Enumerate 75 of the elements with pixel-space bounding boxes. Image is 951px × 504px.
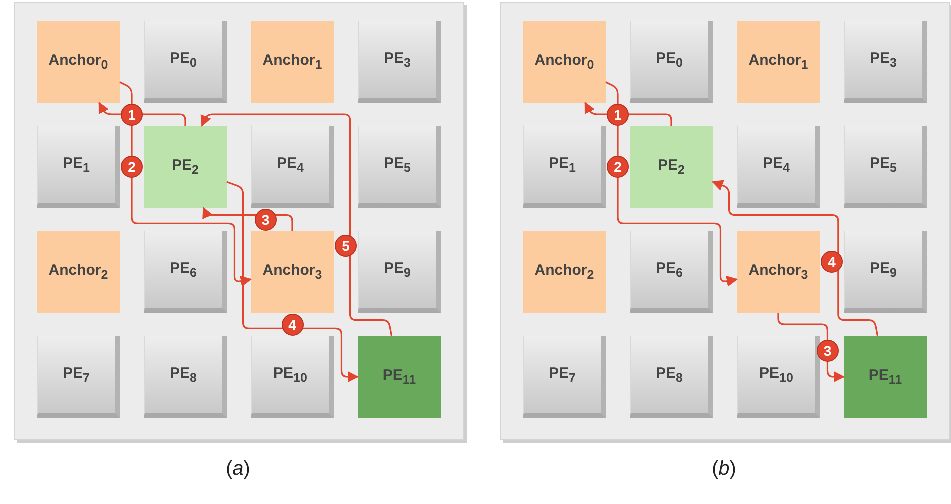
- tile-label: PE$_{6}$: [170, 260, 197, 280]
- tile-label: PE$_{5}$: [870, 154, 897, 174]
- tile-label: PE$_{7}$: [549, 364, 576, 384]
- tile-label: PE$_{3}$: [384, 50, 411, 70]
- pe-tile: [737, 126, 820, 208]
- pe-tile: [523, 126, 606, 208]
- tile-label: PE$_{5}$: [384, 154, 411, 174]
- pe-tile: [37, 126, 120, 208]
- anchor-tile: [251, 231, 334, 313]
- grid-panel: [500, 2, 950, 440]
- panel-caption: (a): [226, 458, 250, 481]
- tile-label: Anchor$_{2}$: [48, 262, 108, 282]
- tile-label: Anchor$_{3}$: [748, 262, 808, 282]
- tile-label: PE$_{0}$: [170, 50, 197, 70]
- grid-panel: [14, 2, 464, 440]
- pe-tile: [630, 231, 713, 313]
- pe-tile: [251, 336, 334, 418]
- pe-tile: [630, 336, 713, 418]
- pe-tile: [358, 231, 441, 313]
- tile-label: PE$_{8}$: [656, 364, 683, 384]
- anchor-tile: [523, 231, 606, 313]
- tile-label: Anchor$_{0}$: [534, 52, 594, 72]
- tile-label: PE$_{9}$: [870, 260, 897, 280]
- pe-tile: [844, 126, 927, 208]
- pe-tile: [844, 336, 927, 418]
- arrow: [200, 114, 393, 336]
- tile-label: PE$_{10}$: [760, 364, 794, 384]
- tile-label: PE$_{1}$: [63, 154, 90, 174]
- pe-tile: [144, 126, 227, 208]
- pe-tile: [144, 336, 227, 418]
- tile-label: PE$_{3}$: [870, 50, 897, 70]
- tile-label: PE$_{6}$: [656, 260, 683, 280]
- tile-label: PE$_{4}$: [763, 154, 790, 174]
- tile-label: PE$_{2}$: [172, 157, 199, 177]
- panel-caption: (b): [712, 458, 736, 481]
- pe-tile: [358, 126, 441, 208]
- arrow: [606, 82, 738, 287]
- anchor-tile: [37, 21, 120, 103]
- pe-tile: [844, 231, 927, 313]
- arrow: [98, 102, 186, 126]
- arrow: [226, 181, 360, 383]
- tile-label: PE$_{0}$: [656, 50, 683, 70]
- tile-label: PE$_{8}$: [170, 364, 197, 384]
- pe-tile: [251, 126, 334, 208]
- tile-label: PE$_{2}$: [658, 157, 685, 177]
- pe-tile: [358, 21, 441, 103]
- anchor-tile: [37, 231, 120, 313]
- pe-tile: [844, 21, 927, 103]
- anchor-tile: [523, 21, 606, 103]
- tile-label: Anchor$_{3}$: [262, 262, 322, 282]
- tile-label: PE$_{10}$: [274, 364, 308, 384]
- tile-label: Anchor$_{0}$: [48, 52, 108, 72]
- pe-tile: [630, 126, 713, 208]
- tile-label: Anchor$_{1}$: [748, 52, 808, 72]
- tile-label: PE$_{7}$: [63, 364, 90, 384]
- arrow: [202, 206, 294, 231]
- pe-tile: [144, 231, 227, 313]
- tile-label: PE$_{9}$: [384, 260, 411, 280]
- pe-tile: [523, 336, 606, 418]
- anchor-tile: [737, 231, 820, 313]
- tile-label: PE$_{11}$: [868, 367, 902, 387]
- tile-label: PE$_{4}$: [277, 154, 304, 174]
- pe-tile: [737, 336, 820, 418]
- tile-label: Anchor$_{2}$: [534, 262, 594, 282]
- pe-tile: [37, 336, 120, 418]
- pe-tile: [358, 336, 441, 418]
- tile-label: PE$_{11}$: [382, 367, 416, 387]
- anchor-tile: [737, 21, 820, 103]
- pe-tile: [630, 21, 713, 103]
- tile-label: Anchor$_{1}$: [262, 52, 322, 72]
- arrow: [712, 180, 879, 336]
- pe-tile: [144, 21, 227, 103]
- arrow: [120, 82, 252, 287]
- tile-label: PE$_{1}$: [549, 154, 576, 174]
- anchor-tile: [251, 21, 334, 103]
